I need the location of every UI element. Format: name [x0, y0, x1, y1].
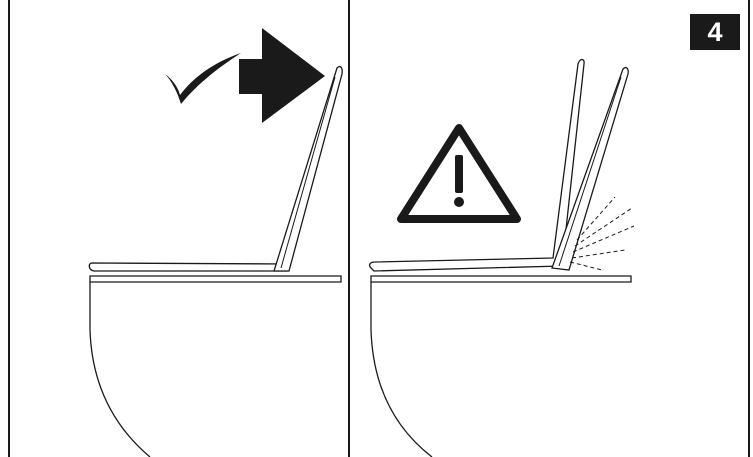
panel-frame: [8, 0, 750, 457]
step-number: 4: [707, 16, 723, 47]
panel-left: [88, 28, 343, 457]
toilet-bowl-right: [370, 275, 632, 457]
warning-icon: [397, 124, 521, 223]
panel-right: [368, 58, 635, 457]
toilet-bowl-left: [89, 275, 342, 457]
step-number-badge: 4: [690, 14, 740, 50]
toilet-lid-left: [273, 66, 343, 272]
toilet-lid-right: [551, 67, 629, 271]
right-arrow-icon: [239, 28, 325, 123]
impact-lines-icon: [569, 196, 635, 271]
toilet-seat-right: [368, 58, 585, 272]
toilet-seat-left: [88, 262, 291, 272]
curved-arrow-icon: [165, 53, 241, 104]
